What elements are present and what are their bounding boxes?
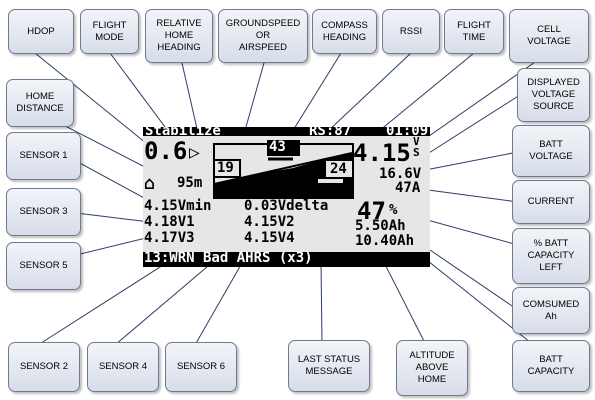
callout-cell-voltage: CELL VOLTAGE [509,9,589,63]
osd-delta: 0.03Vdelta [244,198,329,214]
osd-home-arrow: ▷ [189,142,200,163]
horizon-sky-mark [318,179,343,183]
callout-compass-heading: COMPASS HEADING [312,9,377,54]
callout-flight-mode: FLIGHT MODE [80,9,139,54]
callout-last-status-message: LAST STATUS MESSAGE [288,340,370,392]
leader-batt-voltage [414,151,519,173]
osd-home-distance: 95m [177,175,203,191]
callout-pct-batt-left: % BATT CAPACITY LEFT [512,228,590,284]
osd-sensor3: 4.18V1 [144,214,195,230]
groundspeed-box [213,159,241,178]
osd-flight-mode: Stabilize [145,127,221,139]
top-status-bar [143,127,430,136]
callout-displayed-voltage-source: DISPLAYED VOLTAGE SOURCE [517,68,590,122]
osd-status-message: 13:WRN Bad AHRS (x3) [144,250,313,266]
leader-flight-mode [109,52,169,132]
leader-voltage-source [420,92,524,159]
callout-home-distance: HOME DISTANCE [6,79,74,127]
osd-batt-voltage: 16.6V [379,166,422,182]
leader-hdop [34,52,158,153]
callout-sensor4: SENSOR 4 [87,342,159,392]
osd-current: 47A [395,180,421,196]
osd-altitude: 24 [330,161,347,177]
osd-sensor2: 4.15V2 [244,214,295,230]
osd-sensor5: 4.17V3 [144,230,195,246]
osd-compass: 43 [269,139,286,155]
callout-sensor5: SENSOR 5 [6,242,81,290]
leader-flight-time [378,52,475,132]
callout-current: CURRENT [512,180,590,224]
horizon-line [213,152,353,185]
bottom-status-bar [143,252,430,267]
osd-home-icon: ⌂ [144,173,155,194]
leader-rssi [327,52,412,132]
osd-flight-time: 01:09 [386,127,429,139]
osd-hdop: 0.6 [144,137,188,165]
osd-groundspeed: 19 [217,160,234,176]
lcd-background [143,127,430,267]
leader-last-status [320,260,323,346]
callout-hdop: HDOP [8,9,74,54]
osd-rssi: RS:87 [309,127,352,139]
osd-capacity: 10.40Ah [355,233,415,249]
callout-relative-home-heading: RELATIVE HOME HEADING [145,9,213,63]
osd-cell-voltage: 4.15 [353,139,411,167]
compass-box [267,140,300,156]
callout-batt-capacity: BATT CAPACITY [512,340,590,392]
altitude-box [324,159,354,179]
osd-voltage-source: V S [413,135,420,159]
callout-sensor2: SENSOR 2 [8,342,80,392]
callout-groundspeed: GROUNDSPEED OR AIRSPEED [218,9,308,63]
callout-rssi: RSSI [382,9,440,54]
horizon-ground [214,153,352,198]
leader-sensor5 [67,236,151,258]
leader-sensor3 [67,211,151,223]
callout-sensor6: SENSOR 6 [165,342,237,392]
osd-sensor4: 4.15V4 [244,230,295,246]
callout-sensor1: SENSOR 1 [6,132,81,180]
callout-batt-voltage: BATT VOLTAGE [512,125,590,177]
leader-current [412,187,519,203]
osd-sensor1: 4.15Vmin [144,198,212,214]
osd-screen: Stabilize RS:87 01:09 0.6 ▷ 43 19 24 4.1… [143,127,430,267]
callout-flight-time: FLIGHT TIME [444,9,504,54]
callout-altitude-above-home: ALTITUDE ABOVE HOME [396,340,468,396]
callout-consumed-ah: COMSUMED Ah [512,287,590,334]
callout-sensor3: SENSOR 3 [6,188,81,236]
osd-batt-pct: 47 [357,197,386,225]
osd-consumed: 5.50Ah [355,218,406,234]
osd-batt-pct-unit: % [389,202,398,218]
